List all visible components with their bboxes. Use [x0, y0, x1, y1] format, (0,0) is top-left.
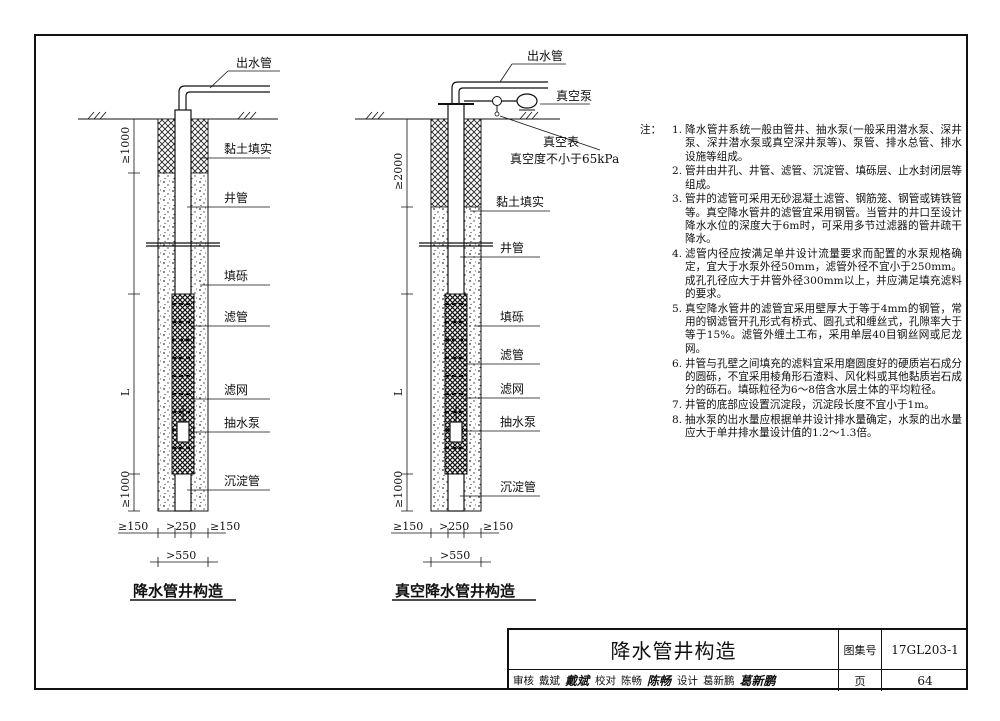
note-text: 管井由井孔、井管、滤管、沉淀管、填砾层、止水封闭层等组成。 — [685, 165, 962, 191]
checker-signature: 陈畅 — [647, 674, 672, 688]
right-filter-pipe-label: 滤管 — [500, 347, 524, 362]
atlas-number: 17GL203-1 — [882, 630, 968, 670]
right-gravel-fill-label: 填砾 — [500, 310, 524, 324]
note-number: 3. — [672, 193, 683, 206]
right-pump-label: 抽水泵 — [500, 415, 536, 429]
atlas-number-label: 图集号 — [839, 630, 882, 670]
left-clay-fill-label: 黏土填实 — [224, 141, 272, 156]
reviewer-signature: 戴斌 — [565, 674, 590, 688]
note-number: 6. — [672, 357, 683, 370]
right-dim-w1: ≥150 — [393, 520, 423, 533]
page-number: 64 — [917, 673, 933, 688]
design-label: 设计 — [677, 675, 699, 687]
note-item: 1.降水管井系统一般由管井、抽水泵(一般采用潜水泵、深井泵、深井潜水泵或真空深井… — [672, 124, 962, 164]
note-number: 2. — [672, 165, 683, 178]
note-text: 井管与孔壁之间填充的滤料宜采用磨圆度好的硬质岩石成分的圆砾，不宜采用棱角形石渣料… — [685, 357, 962, 397]
note-number: 5. — [672, 302, 683, 315]
designer-name: 葛新鹏 — [703, 675, 735, 687]
note-text: 滤管内径应按满足单井设计流量要求而配置的水泵规格确定，宜大于水泵外径50mm，滤… — [685, 248, 962, 301]
left-settling-pipe-label: 沉淀管 — [224, 473, 260, 488]
left-filter-mesh-label: 滤网 — [224, 383, 248, 397]
left-dim-bottom-depth: ≥1000 — [119, 471, 132, 508]
right-dim-bottom-depth: ≥1000 — [392, 471, 405, 508]
right-vacuum-gauge-label: 真空表 — [543, 135, 579, 149]
left-dim-w1: ≥150 — [118, 520, 148, 533]
note-text: 降水管井系统一般由管井、抽水泵(一般采用潜水泵、深井泵、深井潜水泵或真空深井泵等… — [685, 124, 962, 163]
notes-block: 注： 1.降水管井系统一般由管井、抽水泵(一般采用潜水泵、深井泵、深井潜水泵或真… — [640, 124, 962, 442]
left-pump-label: 抽水泵 — [224, 416, 260, 430]
right-dim-length: L — [392, 388, 405, 396]
right-outlet-pipe-label: 出水管 — [527, 48, 563, 63]
dewatering-well-diagram — [78, 70, 280, 601]
notes-list: 1.降水管井系统一般由管井、抽水泵(一般采用潜水泵、深井泵、深井潜水泵或真空深井… — [640, 124, 962, 440]
check-label: 校对 — [595, 675, 617, 687]
note-text: 真空降水管井的滤管宜采用壁厚大于等于4mm的钢管，常用的钢滤管开孔形式有桥式、圆… — [685, 302, 962, 355]
left-well-pipe-label: 井管 — [224, 190, 248, 205]
title-block: 降水管井构造 图集号 17GL203-1 审核 戴斌 戴斌 校对 陈畅 陈畅 设… — [507, 628, 968, 691]
left-dim-length: L — [119, 388, 132, 396]
designer-signature: 葛新鹏 — [739, 674, 776, 688]
drawing-frame — [34, 34, 968, 690]
vacuum-well-diagram — [355, 63, 601, 601]
note-number: 4. — [672, 248, 683, 261]
note-text: 抽水泵的出水量应根据单井设计排水量确定，水泵的出水量应大于单井排水量设计值的1.… — [685, 413, 962, 440]
note-item: 3.管井的滤管可采用无砂混凝土滤管、钢筋笼、钢管或铸铁管等。真空降水管井的滤管宜… — [672, 193, 962, 246]
right-dim-w3: ≥150 — [483, 520, 513, 533]
right-filter-mesh-label: 滤网 — [500, 382, 524, 396]
right-well-pipe-label: 井管 — [500, 240, 524, 255]
left-caption: 降水管井构造 — [133, 582, 223, 600]
checker-name: 陈畅 — [621, 675, 643, 687]
note-text: 管井的滤管可采用无砂混凝土滤管、钢筋笼、钢管或铸铁管等。真空降水管井的滤管宜采用… — [685, 193, 962, 246]
note-item: 5.真空降水管井的滤管宜采用壁厚大于等于4mm的钢管，常用的钢滤管开孔形式有桥式… — [672, 302, 962, 356]
right-caption: 真空降水管井构造 — [395, 582, 515, 600]
left-dim-w3: ≥150 — [210, 520, 240, 533]
page-label: 页 — [839, 670, 882, 691]
right-clay-fill-label: 黏土填实 — [496, 194, 544, 209]
left-dim-top-depth: ≥1000 — [119, 127, 132, 164]
review-label: 审核 — [513, 675, 534, 687]
right-dim-top-depth: ≥2000 — [392, 153, 405, 190]
right-dim-total: >550 — [440, 549, 470, 562]
left-outlet-pipe-label: 出水管 — [236, 55, 272, 70]
signature-row: 审核 戴斌 戴斌 校对 陈畅 陈畅 设计 葛新鹏 葛新鹏 — [509, 670, 839, 691]
note-item: 2.管井由井孔、井管、滤管、沉淀管、填砾层、止水封闭层等组成。 — [672, 165, 962, 192]
note-number: 8. — [672, 413, 683, 426]
note-text: 井管的底部应设置沉淀段，沉淀段长度不宜小于1m。 — [685, 398, 935, 411]
drawing-title: 降水管井构造 — [509, 630, 839, 670]
note-item: 7.井管的底部应设置沉淀段，沉淀段长度不宜小于1m。 — [672, 398, 962, 412]
note-item: 8.抽水泵的出水量应根据单井设计排水量确定，水泵的出水量应大于单井排水量设计值的… — [672, 413, 962, 441]
right-vacuum-req-label: 真空度不小于65kPa — [510, 151, 619, 166]
note-number: 7. — [672, 398, 683, 411]
left-gravel-fill-label: 填砾 — [224, 269, 248, 283]
note-item: 4.滤管内径应按满足单井设计流量要求而配置的水泵规格确定，宜大于水泵外径50mm… — [672, 248, 962, 301]
note-item: 6.井管与孔壁之间填充的滤料宜采用磨圆度好的硬质岩石成分的圆砾，不宜采用棱角形石… — [672, 357, 962, 398]
left-filter-pipe-label: 滤管 — [224, 309, 248, 324]
left-dim-w2: >250 — [166, 520, 196, 533]
notes-heading: 注： — [640, 124, 662, 136]
left-dim-total: >550 — [166, 549, 196, 562]
right-settling-pipe-label: 沉淀管 — [500, 479, 536, 494]
reviewer-name: 戴斌 — [539, 675, 560, 687]
right-vacuum-pump-label: 真空泵 — [556, 89, 592, 103]
note-number: 1. — [672, 124, 683, 136]
right-dim-w2: >250 — [439, 520, 469, 533]
